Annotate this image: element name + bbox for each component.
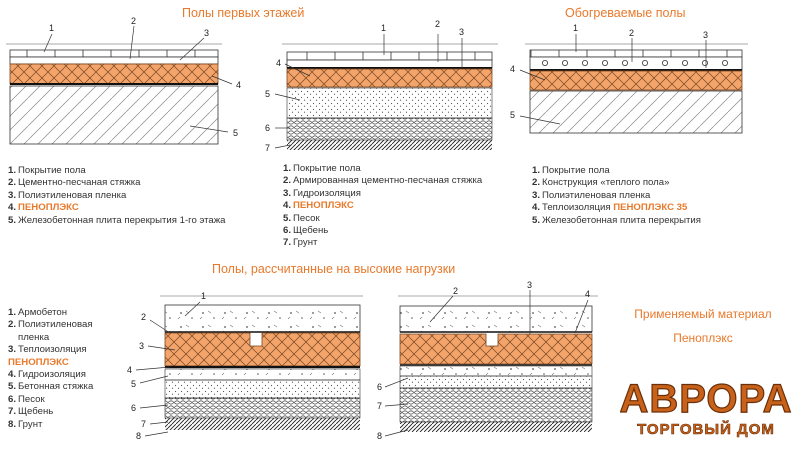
legend-item: 1.Покрытие пола xyxy=(532,165,610,176)
diagram-high-load-right xyxy=(384,290,598,437)
legend-heated-floor: 1.Покрытие пола 2.Конструкция «теплого п… xyxy=(532,165,701,227)
d5-callout-4: 4 xyxy=(585,289,590,299)
d3-callout-3: 3 xyxy=(703,30,708,40)
d1-callout-1: 1 xyxy=(49,23,54,33)
heating-pipes xyxy=(542,60,729,67)
d2-callout-1: 1 xyxy=(381,23,386,33)
diagram-first-floor xyxy=(6,25,233,145)
d4-callout-2: 2 xyxy=(141,312,146,322)
d2-callout-3: 3 xyxy=(459,27,464,37)
title-heated-floors: Обогреваемые полы xyxy=(565,6,686,20)
d1-callout-5: 5 xyxy=(233,128,238,138)
d3-callout-2: 2 xyxy=(629,28,634,38)
d5-callout-6: 6 xyxy=(377,382,382,392)
d2-callout-2: 2 xyxy=(435,19,440,29)
legend-item: 6.Щебень xyxy=(283,225,329,237)
d3-callout-5: 5 xyxy=(510,110,515,120)
d2-callout-7: 7 xyxy=(265,143,270,153)
d4-callout-6: 6 xyxy=(131,403,136,413)
legend-item: 3.Полиэтиленовая пленка xyxy=(8,189,127,201)
d3-callout-1: 1 xyxy=(573,23,578,33)
diagram-high-load-left xyxy=(135,295,363,437)
concrete-slab-layer xyxy=(9,85,219,145)
material-caption-label: Применяемый материал xyxy=(634,307,772,321)
legend-item: 2.Цементно-песчаная стяжка xyxy=(8,177,141,189)
legend-item: 5.Бетонная стяжка xyxy=(8,381,94,393)
legend-item: 4.Теплоизоляция ПЕНОПЛЭКС 35 xyxy=(532,202,688,214)
legend-item: 4.Гидроизоляция xyxy=(8,369,86,381)
screed-layer xyxy=(9,56,219,65)
legend-high-load: 1.Армобетон 2.Полиэтиленовая пленка 3.Те… xyxy=(8,307,120,431)
legend-item: 1.Армобетон xyxy=(8,307,68,318)
legend-item: 2.Полиэтиленовая пленка xyxy=(8,319,93,343)
material-caption: Применяемый материал Пеноплэкс xyxy=(618,307,788,345)
legend-item: 1.Покрытие пола xyxy=(8,165,86,176)
title-high-load-floors: Полы, рассчитанные на высокие нагрузки xyxy=(212,262,456,276)
legend-first-floor: 1.Покрытие пола 2.Цементно-песчаная стяж… xyxy=(8,165,226,227)
d4-callout-8: 8 xyxy=(136,431,141,441)
legend-item: 2.Армированная цементно-песчаная стяжка xyxy=(283,175,483,187)
legend-item: 1.Покрытие пола xyxy=(283,163,361,174)
d4-callout-5: 5 xyxy=(131,379,136,389)
diagram-heated-floor xyxy=(519,34,748,134)
d4-callout-7: 7 xyxy=(141,419,146,429)
legend-item: 7.Грунт xyxy=(283,237,318,249)
d5-callout-8: 8 xyxy=(377,431,382,441)
d2-callout-6: 6 xyxy=(265,123,270,133)
legend-item: 4.ПЕНОПЛЭКС xyxy=(283,200,354,212)
material-name: Пеноплэкс xyxy=(673,331,733,345)
legend-item: 5.Железобетонная плита перекрытия 1-го э… xyxy=(8,214,226,226)
logo-subtitle: ТОРГОВЫЙ ДОМ xyxy=(637,420,775,438)
callout-labels: 1 2 3 4 5 1 2 3 4 5 6 7 1 2 3 4 5 1 2 3 … xyxy=(49,16,708,441)
aurora-logo: АВРОРА ТОРГОВЫЙ ДОМ xyxy=(620,376,792,438)
d5-callout-3: 3 xyxy=(527,280,532,290)
diagram-floor-on-ground xyxy=(274,34,498,150)
legend-item: 3.Полиэтиленовая пленка xyxy=(532,189,651,201)
d3-callout-4: 4 xyxy=(510,64,515,74)
d1-callout-4: 4 xyxy=(236,80,241,90)
legend-item: 5.Песок xyxy=(283,212,320,224)
d1-callout-3: 3 xyxy=(204,28,209,38)
legend-item: 6.Песок xyxy=(8,393,45,405)
legend-item: 3.Гидроизоляция xyxy=(283,187,361,199)
logo-title: АВРОРА xyxy=(620,377,792,421)
d4-callout-4: 4 xyxy=(127,365,132,375)
legend-floor-on-ground: 1.Покрытие пола 2.Армированная цементно-… xyxy=(283,163,482,250)
d2-callout-4: 4 xyxy=(276,58,281,68)
d4-callout-1: 1 xyxy=(201,291,206,301)
d1-callout-2: 2 xyxy=(131,16,136,26)
d2-callout-5: 5 xyxy=(265,89,270,99)
legend-item: 4.ПЕНОПЛЭКС xyxy=(8,202,79,214)
d4-callout-3: 3 xyxy=(139,341,144,351)
legend-item: 7.Щебень xyxy=(8,406,54,418)
legend-item: 5.Железобетонная плита перекрытия xyxy=(532,214,701,226)
title-first-floor: Полы первых этажей xyxy=(182,6,305,20)
d5-callout-2: 2 xyxy=(453,286,458,296)
legend-item: 8.Грунт xyxy=(8,418,43,430)
d5-callout-7: 7 xyxy=(377,401,382,411)
legend-item: 2.Конструкция «теплого пола» xyxy=(532,177,670,189)
